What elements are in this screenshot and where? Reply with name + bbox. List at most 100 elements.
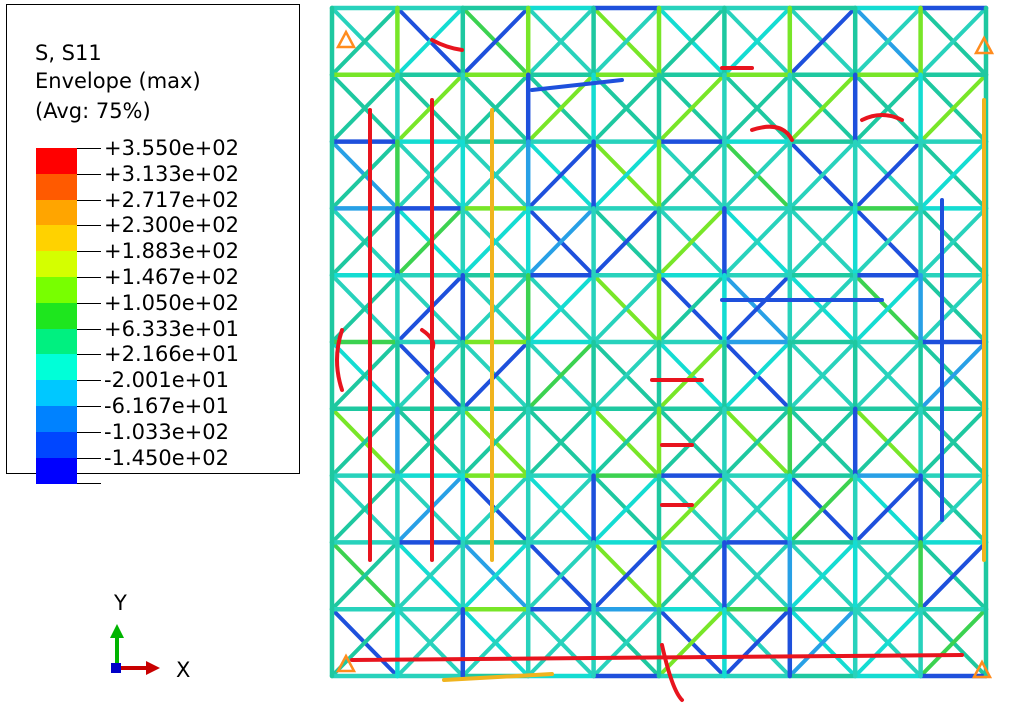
stress-highlight (420, 328, 436, 352)
truss-member (591, 139, 661, 211)
truss-member (657, 473, 727, 545)
truss-member (460, 6, 531, 77)
support-icon (973, 35, 995, 55)
truss-member (787, 6, 858, 77)
colorbar-label: +3.133e+02 (104, 161, 239, 186)
colorbar-label: -2.001e+01 (104, 368, 229, 393)
truss-member (330, 6, 400, 77)
colorbar-tick (77, 173, 101, 175)
truss-member (722, 273, 792, 344)
truss-member (330, 406, 400, 478)
truss-member (722, 206, 792, 278)
truss-member (330, 139, 400, 211)
truss-member (657, 340, 727, 411)
coordinate-triad: Y X (100, 590, 210, 690)
truss-member (787, 273, 858, 344)
truss-member (591, 72, 661, 144)
colorbar-tick (77, 148, 101, 149)
truss-member (918, 340, 988, 411)
colorbar-tick (77, 328, 101, 330)
truss-member (460, 139, 531, 211)
truss-member (657, 6, 727, 77)
truss-member (526, 607, 596, 678)
truss-member (918, 473, 988, 545)
truss-member (918, 540, 988, 612)
truss-member (787, 540, 858, 612)
truss-member (591, 406, 661, 478)
colorbar-label: +1.467e+02 (104, 265, 239, 289)
colorbar-label: +1.883e+02 (104, 239, 239, 264)
truss-member (722, 540, 792, 612)
triad-x-arrowhead (146, 661, 160, 675)
stress-highlight (430, 38, 464, 52)
truss-member (657, 406, 727, 478)
truss-member (853, 340, 923, 411)
truss-member (591, 540, 661, 612)
colorbar-swatch (36, 354, 77, 381)
colorbar-label: +3.550e+02 (104, 136, 239, 160)
truss-member (526, 206, 596, 278)
truss-member (918, 6, 988, 77)
colorbar-swatch (36, 148, 77, 174)
colorbar-label: -1.033e+02 (104, 419, 229, 444)
colorbar-tick (77, 406, 101, 407)
colorbar-tick (77, 302, 101, 304)
truss-member (591, 607, 661, 678)
colorbar-tick (77, 277, 101, 278)
truss-member (722, 6, 792, 77)
colorbar-swatch (36, 328, 77, 355)
truss-member (853, 473, 923, 545)
truss-member (526, 406, 596, 478)
truss-member (722, 406, 792, 478)
support-icon (335, 653, 357, 673)
truss-member (460, 540, 531, 612)
truss-member (330, 340, 400, 411)
colorbar-swatch (36, 173, 77, 200)
stress-highlight (530, 78, 624, 92)
truss-member (460, 340, 531, 411)
truss-member (722, 139, 792, 211)
colorbar-swatch (36, 431, 77, 458)
truss-member (526, 340, 596, 411)
colorbar-tick (77, 483, 101, 485)
truss-member (787, 607, 858, 678)
truss-member (853, 540, 923, 612)
truss-member (853, 273, 923, 344)
truss-member (591, 206, 661, 278)
colorbar-tick (77, 225, 101, 227)
stress-highlight (335, 328, 344, 392)
triad-y-arrowhead (110, 624, 124, 638)
truss-member (918, 607, 988, 678)
truss-member (657, 607, 727, 678)
truss-member (460, 607, 531, 678)
colorbar-tick (77, 457, 101, 459)
triad-z-axis (111, 663, 121, 673)
truss-member (722, 340, 792, 411)
truss-member (460, 273, 531, 344)
truss-member (395, 540, 465, 612)
triad-y-label: Y (113, 591, 127, 615)
colorbar-label: +1.050e+02 (104, 290, 239, 315)
truss-member (853, 139, 923, 211)
colorbar-tick (77, 431, 101, 433)
truss-member (526, 139, 596, 211)
truss-member (657, 72, 727, 144)
truss-member (918, 139, 988, 211)
truss-member (591, 273, 661, 344)
truss-member (460, 406, 531, 478)
truss-member (460, 206, 531, 278)
truss-member (395, 607, 465, 678)
colorbar-label: +2.166e+01 (104, 342, 239, 367)
truss-member (460, 72, 531, 144)
colorbar-swatch (36, 277, 77, 303)
truss-member (657, 540, 727, 612)
support-icon (971, 659, 993, 679)
truss-member (787, 406, 858, 478)
truss-member (330, 607, 400, 678)
truss-member (657, 139, 727, 211)
stress-highlight (660, 643, 684, 702)
truss-member (591, 6, 661, 77)
truss-member (787, 206, 858, 278)
colorbar-swatch (36, 251, 77, 278)
colorbar-swatch (36, 225, 77, 252)
